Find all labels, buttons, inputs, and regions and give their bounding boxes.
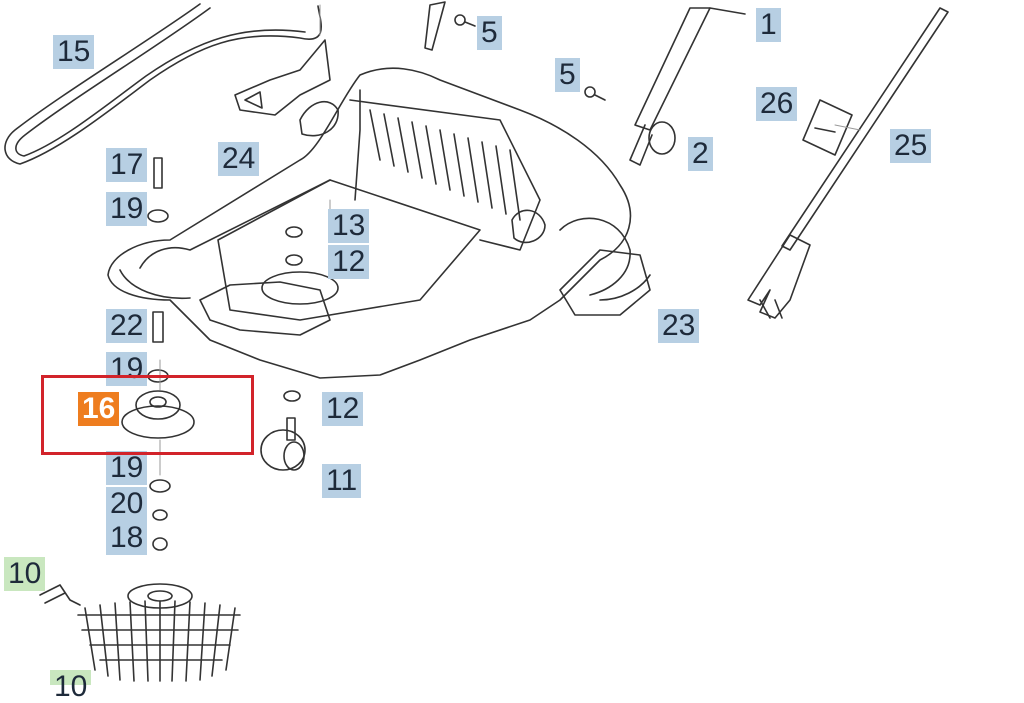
callout-5-right[interactable]: 5 <box>555 58 580 92</box>
callout-12-lower[interactable]: 12 <box>322 392 364 426</box>
part-15-belt <box>4 3 322 165</box>
callout-19-top[interactable]: 19 <box>106 192 148 226</box>
callout-12-upper[interactable]: 12 <box>328 245 370 279</box>
callout-18[interactable]: 18 <box>106 521 148 555</box>
callout-16-selected[interactable]: 16 <box>78 392 120 426</box>
callout-25[interactable]: 25 <box>890 129 932 163</box>
part-26-clip <box>802 99 853 156</box>
callout-10[interactable]: 10 <box>4 557 46 591</box>
callout-19-mid[interactable]: 19 <box>106 352 148 386</box>
callout-11[interactable]: 11 <box>322 464 362 498</box>
part-2-knob <box>629 121 676 166</box>
part-16-hub <box>121 390 195 439</box>
callout-23[interactable]: 23 <box>658 309 700 343</box>
left-column-parts <box>147 157 171 551</box>
part-23-bracket <box>559 249 651 316</box>
callout-20[interactable]: 20 <box>106 487 148 521</box>
part-24-bracket <box>234 39 331 116</box>
housing-grille <box>369 109 521 221</box>
callout-5-top[interactable]: 5 <box>477 16 502 50</box>
callout-13[interactable]: 13 <box>328 209 370 243</box>
callout-22[interactable]: 22 <box>106 309 148 343</box>
callout-10-bottom[interactable]: 10 <box>50 670 92 702</box>
part-25-handle <box>747 7 949 319</box>
callout-19-lower[interactable]: 19 <box>106 451 148 485</box>
callout-1[interactable]: 1 <box>756 8 781 42</box>
washers-12-13 <box>283 226 303 402</box>
sweeper-housing <box>107 67 632 379</box>
selected-part-highlight <box>41 375 254 455</box>
part-5-bolts <box>424 1 606 101</box>
exploded-parts-diagram <box>4 1 949 682</box>
part-11-caster <box>260 417 306 471</box>
callout-17[interactable]: 17 <box>106 148 148 182</box>
part-1-handle-rod <box>634 7 746 131</box>
callout-15[interactable]: 15 <box>53 35 95 69</box>
callout-2[interactable]: 2 <box>688 137 713 171</box>
callout-24[interactable]: 24 <box>218 142 260 176</box>
callout-26[interactable]: 26 <box>756 87 798 121</box>
part-10-brush <box>39 583 241 682</box>
leader-lines <box>159 4 861 476</box>
